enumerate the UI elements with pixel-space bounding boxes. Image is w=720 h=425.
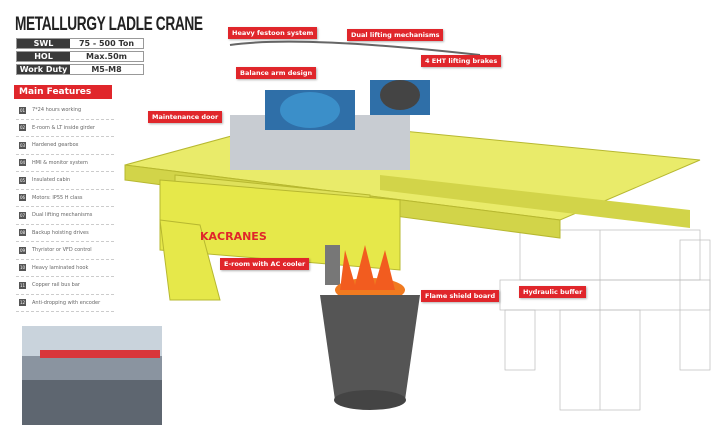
spec-duty: Work Duty M5-M8 (16, 64, 144, 75)
feature-item: 05 Insulated cabin (16, 172, 114, 190)
feature-label: Thyristor or VFD control (32, 247, 92, 254)
feature-label: Motors: IP55 H class (32, 194, 83, 201)
callout-e-room: E-room with AC cooler (220, 258, 310, 270)
feature-number: 06 (19, 194, 26, 202)
main-features-heading: Main Features (14, 85, 112, 99)
feature-number: 04 (19, 159, 26, 167)
feature-item: 10 Heavy laminated hook (16, 260, 114, 277)
feature-number: 05 (19, 176, 26, 184)
feature-number: 08 (19, 229, 26, 237)
page-title: METALLURGY LADLE CRANE (15, 14, 203, 35)
feature-label: Anti-dropping with encoder (32, 299, 101, 306)
callout-flame-shield: Flame shield board (421, 290, 500, 302)
feature-item: 09 Thyristor or VFD control (16, 242, 114, 260)
spec-value: Max.50m (85, 52, 128, 61)
feature-item: 02 E-room & LT inside girder (16, 120, 114, 137)
spec-key: HOL (17, 52, 70, 61)
callout-dual-lifting: Dual lifting mechanisms (347, 29, 444, 41)
callout-brakes: 4 EHT lifting brakes (421, 55, 502, 67)
feature-item: 01 7*24 hours working (16, 102, 114, 120)
feature-item: 12 Anti-dropping with encoder (16, 295, 114, 312)
feature-item: 08 Backup hoisting drives (16, 225, 114, 242)
feature-item: 03 Hardened gearbox (16, 137, 114, 155)
feature-label: Hardened gearbox (32, 142, 79, 149)
feature-label: E-room & LT inside girder (32, 124, 95, 131)
spec-hol: HOL Max.50m (16, 51, 144, 62)
feature-number: 01 (19, 106, 26, 114)
feature-label: Backup hoisting drives (32, 229, 89, 236)
callout-hydraulic-buffer: Hydraulic buffer (519, 286, 587, 298)
feature-label: Copper rail bus bar (32, 282, 80, 289)
feature-number: 12 (19, 299, 26, 307)
brand-logo: KACRANES (200, 230, 267, 243)
callout-maintenance-door: Maintenance door (148, 111, 223, 123)
spec-value: 75 - 500 Ton (78, 39, 135, 48)
spec-swl: SWL 75 - 500 Ton (16, 38, 144, 49)
feature-item: 06 Motors: IP55 H class (16, 190, 114, 207)
feature-number: 03 (19, 141, 26, 149)
callout-festoon: Heavy festoon system (228, 27, 318, 39)
spec-key: SWL (17, 39, 70, 48)
crane-photo (22, 326, 162, 425)
feature-label: Dual lifting mechanisms (32, 212, 93, 219)
feature-number: 07 (19, 211, 26, 219)
feature-number: 02 (19, 124, 26, 132)
technical-drawing (499, 229, 711, 411)
feature-item: 11 Copper rail bus bar (16, 277, 114, 295)
callout-balance-arm: Balance arm design (236, 67, 317, 79)
feature-item: 07 Dual lifting mechanisms (16, 207, 114, 225)
feature-label: Heavy laminated hook (32, 264, 89, 271)
spec-value: M5-M8 (91, 65, 122, 74)
feature-number: 11 (19, 281, 26, 289)
feature-number: 10 (19, 264, 26, 272)
feature-label: 7*24 hours working (32, 107, 82, 114)
feature-label: HMI & monitor system (32, 159, 88, 166)
spec-key: Work Duty (17, 65, 70, 74)
crane-structure: KACRANES (124, 40, 701, 410)
feature-number: 09 (19, 246, 26, 254)
feature-item: 04 HMI & monitor system (16, 155, 114, 172)
feature-label: Insulated cabin (32, 177, 71, 184)
